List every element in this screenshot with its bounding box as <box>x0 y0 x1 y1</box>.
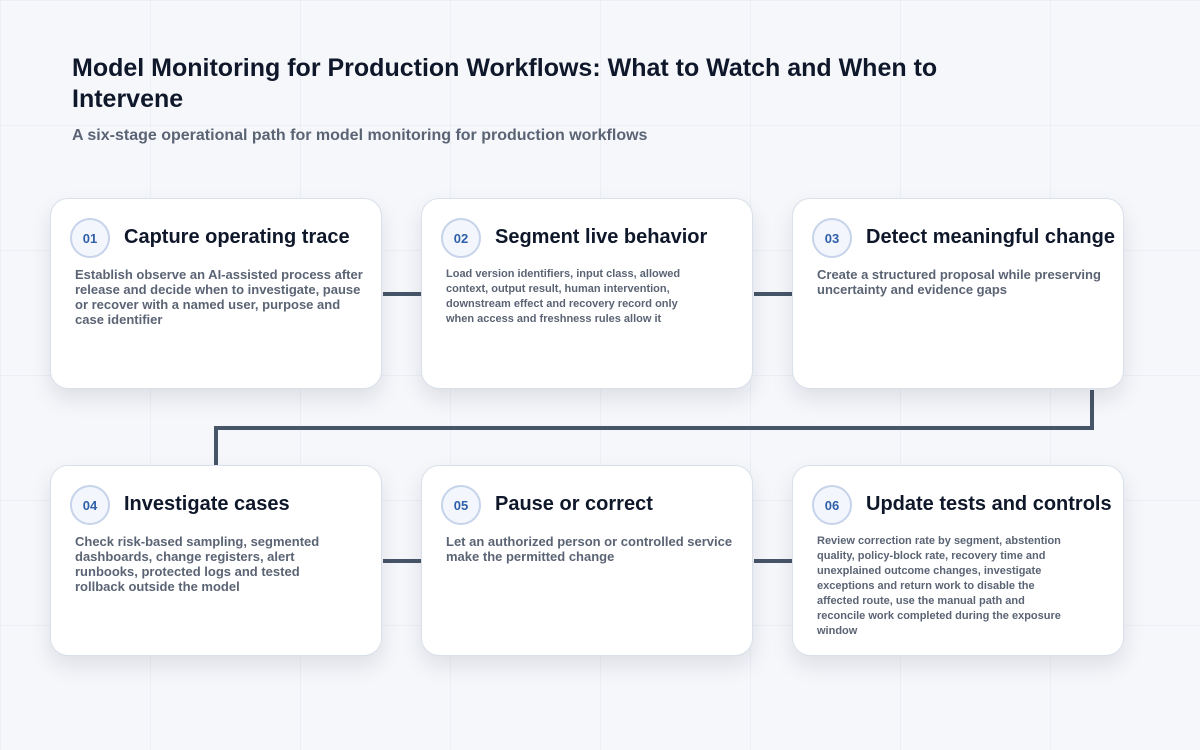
stage-title: Segment live behavior <box>495 226 708 248</box>
stage-card-05: 05 Pause or correct Let an authorized pe… <box>421 465 753 656</box>
stage-description: Check risk-based sampling, segmented das… <box>75 534 320 594</box>
stage-title: Detect meaningful change <box>866 226 1115 248</box>
stage-description: Establish observe an AI-assisted process… <box>75 267 363 327</box>
stage-number-badge: 01 <box>70 218 110 258</box>
stage-number-badge: 05 <box>441 485 481 525</box>
stage-card-03: 03 Detect meaningful change Create a str… <box>792 198 1124 389</box>
stage-description: Load version identifiers, input class, a… <box>446 268 681 325</box>
stage-title: Pause or correct <box>495 493 653 515</box>
stage-description: Let an authorized person or controlled s… <box>446 534 733 564</box>
stage-title: Update tests and controls <box>866 493 1112 515</box>
stage-number-badge: 03 <box>812 218 852 258</box>
stage-description: Review correction rate by segment, abste… <box>817 535 1061 637</box>
stage-description: Create a structured proposal while prese… <box>817 267 1101 297</box>
stage-title: Investigate cases <box>124 493 290 515</box>
stage-card-04: 04 Investigate cases Check risk-based sa… <box>50 465 382 656</box>
page-title: Model Monitoring for Production Workflow… <box>72 54 938 113</box>
stage-title: Capture operating trace <box>124 226 350 248</box>
stage-card-01: 01 Capture operating trace Establish obs… <box>50 198 382 389</box>
stage-number-badge: 04 <box>70 485 110 525</box>
stage-number-badge: 06 <box>812 485 852 525</box>
stage-card-06: 06 Update tests and controls Review corr… <box>792 465 1124 656</box>
connector-03-04 <box>214 390 1094 466</box>
stage-card-02: 02 Segment live behavior Load version id… <box>421 198 753 389</box>
stage-number-badge: 02 <box>441 218 481 258</box>
page-subtitle: A six-stage operational path for model m… <box>72 127 648 144</box>
